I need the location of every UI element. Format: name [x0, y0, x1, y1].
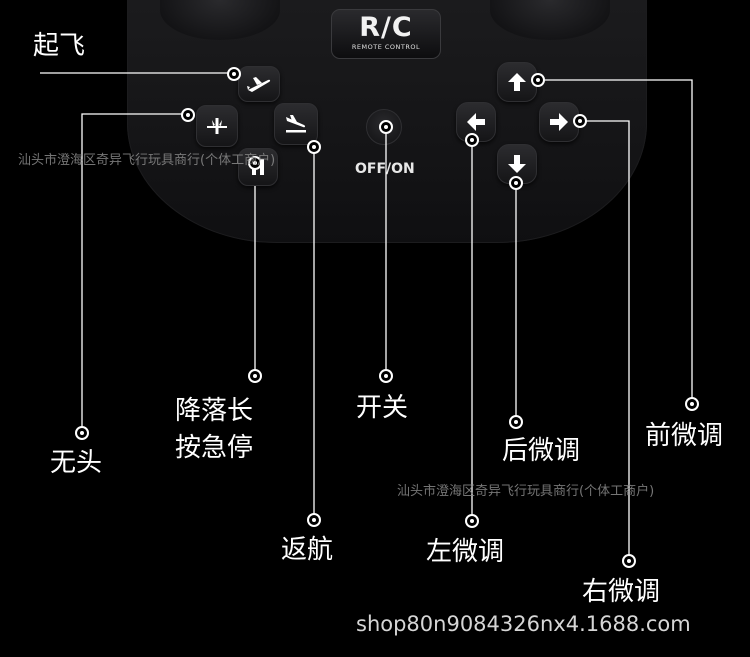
arrow-up-icon	[508, 73, 526, 91]
arrow-right-icon	[550, 113, 568, 131]
takeoff-button[interactable]	[238, 66, 280, 102]
headless-label-dot	[75, 426, 89, 440]
label-front-trim: 前微调	[645, 421, 724, 451]
label-right-trim: 右微调	[582, 577, 661, 607]
label-power: 开关	[356, 393, 409, 423]
left-trim-label-dot	[465, 514, 479, 528]
label-headless: 无头	[50, 448, 103, 478]
trim-right-dot	[573, 114, 587, 128]
watermark-bottom: 汕头市澄海区奇异飞行玩具商行(个体工商户)	[397, 484, 655, 499]
label-takeoff: 起飞	[33, 31, 86, 61]
rc-badge: R/C REMOTE CONTROL	[331, 9, 441, 59]
headless-button-dot	[181, 108, 195, 122]
back-trim-label-dot	[509, 415, 523, 429]
trim-left-button[interactable]	[456, 102, 496, 142]
stop-button-dot	[248, 156, 262, 170]
trim-down-dot	[509, 176, 523, 190]
label-left-trim: 左微调	[426, 537, 505, 567]
label-land-line1: 降落长	[175, 396, 254, 426]
takeoff-button-dot	[227, 67, 241, 81]
right-trim-label-dot	[622, 554, 636, 568]
plane-landing-icon	[286, 115, 306, 133]
front-trim-label-dot	[685, 397, 699, 411]
trim-up-dot	[531, 73, 545, 87]
label-return-home: 返航	[281, 535, 334, 565]
rc-badge-title: R/C	[359, 12, 413, 43]
trim-up-button[interactable]	[497, 62, 537, 102]
shop-url: shop80n9084326nx4.1688.com	[356, 612, 691, 636]
headless-button[interactable]	[196, 105, 238, 147]
label-land-line2: 按急停	[175, 433, 254, 463]
return-label-dot	[307, 513, 321, 527]
return-home-button[interactable]	[274, 103, 318, 145]
rc-badge-subtitle: REMOTE CONTROL	[351, 43, 421, 51]
label-back-trim: 后微调	[502, 436, 581, 466]
power-label: OFF/ON	[355, 161, 415, 177]
headless-plane-icon	[207, 118, 227, 134]
arrow-down-icon	[508, 155, 526, 173]
watermark-top: 汕头市澄海区奇异飞行玩具商行(个体工商户)	[18, 153, 276, 168]
power-label-dot	[379, 369, 393, 383]
plane-up-icon	[247, 77, 271, 92]
arrow-left-icon	[467, 113, 485, 131]
power-button-dot	[379, 120, 393, 134]
land-label-dot	[248, 369, 262, 383]
return-button-dot	[307, 140, 321, 154]
trim-left-dot	[465, 133, 479, 147]
